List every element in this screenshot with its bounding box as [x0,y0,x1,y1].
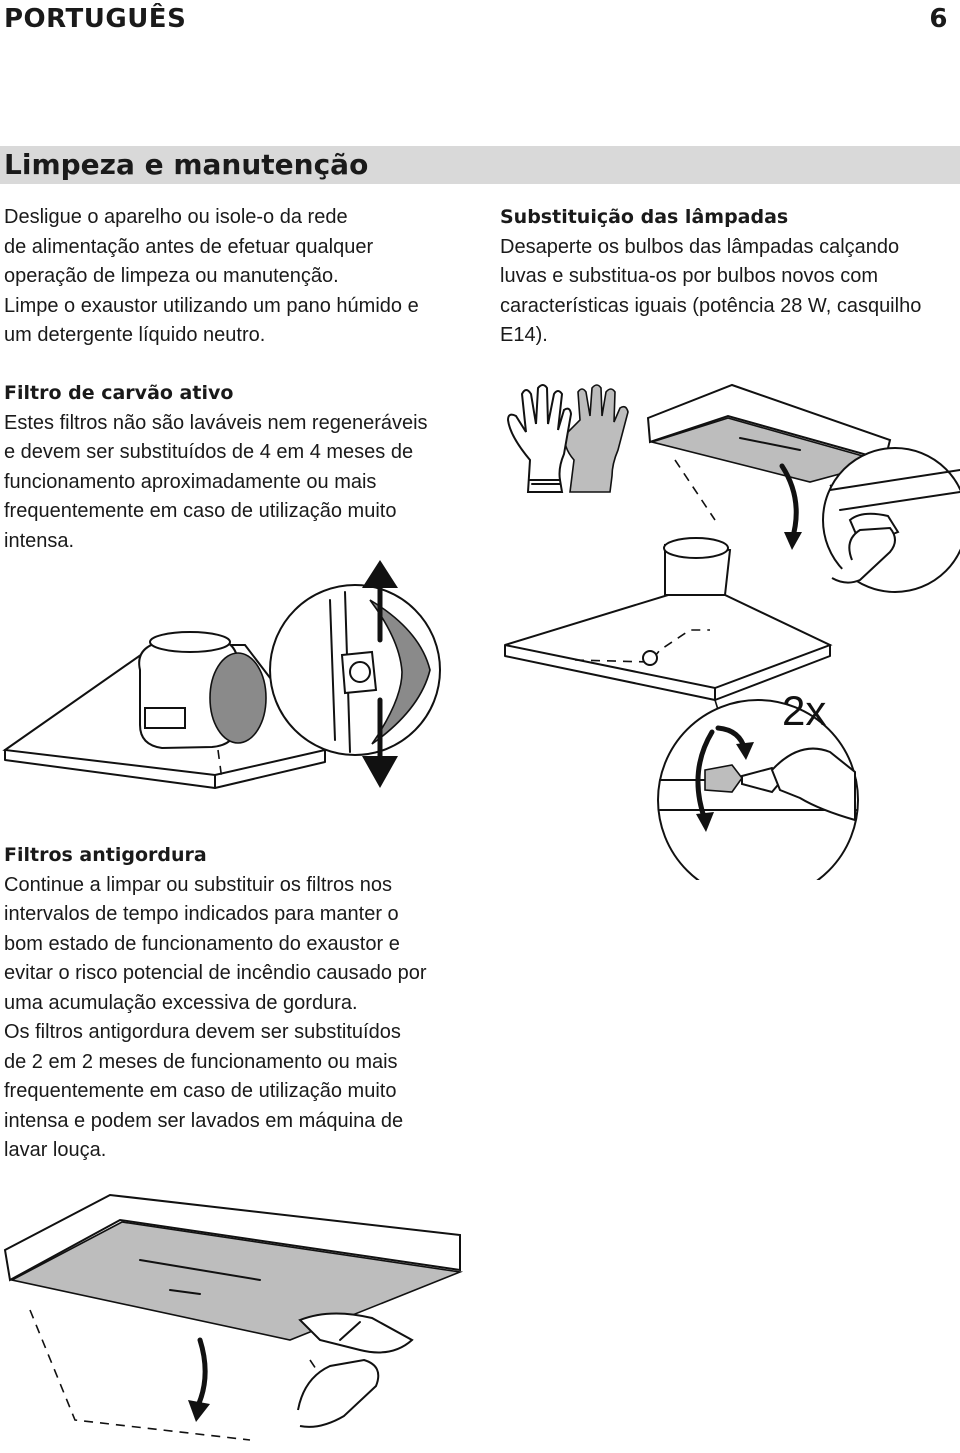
carbon-filter-heading: Filtro de carvão ativo [4,382,234,404]
glove-icon [564,384,629,493]
carbon-line: funcionamento aproximadamente ou mais [4,470,377,493]
grease-line: evitar o risco potencial de incêndio cau… [4,962,427,984]
grease-line: lavar louça. [4,1139,107,1161]
carbon-line: e devem ser substituídos de 4 em 4 meses… [4,441,414,463]
intro-line: um detergente líquido neutro. [4,324,266,346]
carbon-line: frequentemente em caso de utilização mui… [4,500,397,522]
grease-line: bom estado de funcionamento do exaustor … [4,932,400,955]
grease-heading: Filtros antigordura [4,844,207,866]
carbon-line: Estes filtros não são laváveis nem regen… [4,411,428,434]
intro-line: Desligue o aparelho ou isole-o da rede [4,206,348,228]
intro-line: de alimentação antes de efetuar qualquer [4,235,374,258]
carbon-line: intensa. [4,529,75,552]
carbon-filter-section: Filtro de carvão ativo Estes filtros não… [4,379,474,556]
grease-line: frequentemente em caso de utilização mui… [4,1080,397,1102]
section-title: Limpeza e manutenção [4,148,369,181]
lamps-heading: Substituição das lâmpadas [500,206,789,228]
lamps-line: características iguais (potência 28 W, c… [500,294,922,317]
gloves-illustration [506,384,629,493]
grease-line: Continue a limpar ou substituir os filtr… [4,873,392,896]
intro-text: Desligue o aparelho ou isole-o da rede d… [4,203,474,351]
page-number: 6 [929,4,948,34]
grease-line: de 2 em 2 meses de funcionamento ou mais [4,1050,398,1073]
language-label: PORTUGUÊS [4,4,187,34]
quantity-label: 2x [782,687,826,734]
lamps-line: luvas e substitua-os por bulbos novos co… [500,265,878,287]
lamp-replacement-illustration: 2x [504,383,960,880]
grease-filter-illustration [3,1193,464,1441]
grease-filters-section: Filtros antigordura Continue a limpar ou… [4,841,484,1166]
intro-line: operação de limpeza ou manutenção. [4,265,339,287]
glove-icon [506,384,573,493]
lamps-section: Substituição das lâmpadas Desaperte os b… [500,203,955,351]
carbon-filter-illustration [2,560,441,789]
grease-line: intensa e podem ser lavados em máquina d… [4,1109,404,1132]
grease-line: uma acumulação excessiva de gordura. [4,991,358,1014]
lamps-line: E14). [500,324,548,346]
lamps-line: Desaperte os bulbos das lâmpadas calçand… [500,235,900,258]
grease-line: intervalos de tempo indicados para mante… [4,903,399,925]
intro-line: Limpe o exaustor utilizando um pano húmi… [4,294,419,317]
section-band: Limpeza e manutenção [0,146,960,184]
grease-line: Os filtros antigordura devem ser substit… [4,1021,401,1043]
carbon-filter-disc [209,652,267,744]
